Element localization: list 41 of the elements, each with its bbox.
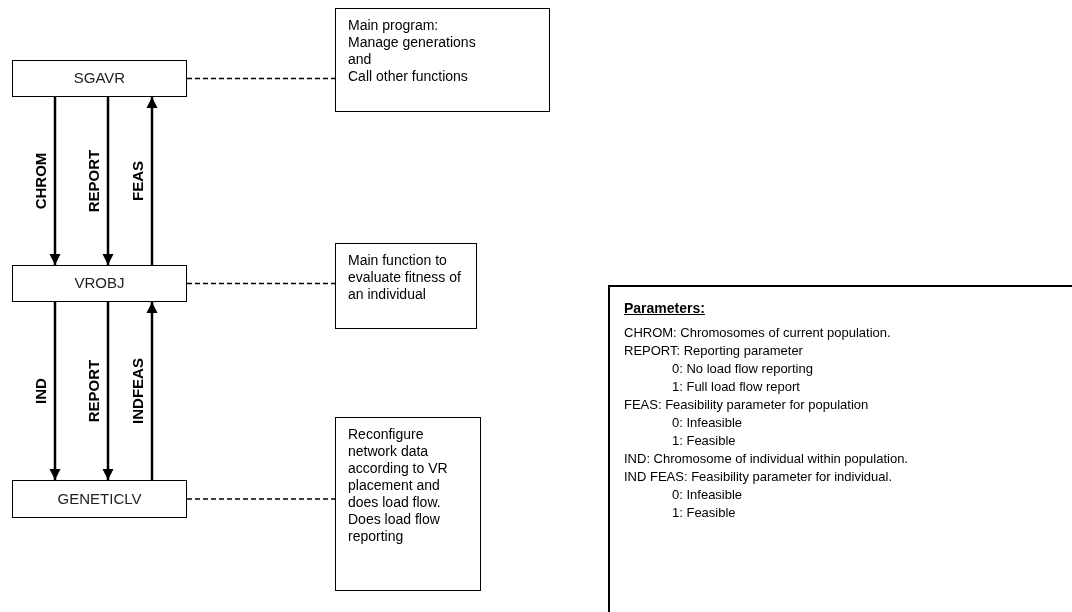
edge-label: FEAS xyxy=(127,161,147,201)
note-box xyxy=(335,8,550,112)
edge-label: CHROM xyxy=(30,152,50,210)
dashed-connector xyxy=(186,77,336,80)
note-text: Call other functions xyxy=(348,68,468,85)
note-text: Reconfigure network data according to VR placement and does load flow. xyxy=(348,426,449,511)
parameter-line: 1: Feasible xyxy=(672,504,736,522)
parameter-line: IND FEAS: Feasibility parameter for individual. xyxy=(624,468,893,486)
parameter-line: CHROM: Chromosomes of current population. xyxy=(624,324,891,342)
parameter-line: 0: Infeasible xyxy=(672,414,743,432)
dashed-connector xyxy=(186,282,336,285)
parameter-line: 1: Full load flow report xyxy=(672,378,800,396)
arrow xyxy=(146,97,158,265)
note-text: Does load flow reporting xyxy=(348,511,441,545)
note-text: Main program: xyxy=(348,17,439,34)
parameter-line: FEAS: Feasibility parameter for population xyxy=(624,396,869,414)
note-box xyxy=(335,243,477,329)
dashed-connector xyxy=(186,498,336,500)
function-box: SGAVR xyxy=(12,60,187,97)
function-box: VROBJ xyxy=(12,265,187,302)
note-box xyxy=(335,417,481,591)
note-text: and xyxy=(348,51,372,68)
arrow xyxy=(146,302,158,480)
arrow xyxy=(102,302,114,480)
parameter-line: 0: No load flow reporting xyxy=(672,360,813,378)
arrow xyxy=(49,97,61,265)
parameter-line: IND: Chromosome of individual within population. xyxy=(624,450,908,468)
parameter-line: 1: Feasible xyxy=(672,432,736,450)
edge-label: INDFEAS xyxy=(127,358,147,424)
arrow xyxy=(49,302,61,480)
edge-label: IND xyxy=(30,378,50,404)
function-box: GENETICLV xyxy=(12,480,187,518)
parameter-line: 0: Infeasible xyxy=(672,486,743,504)
note-text: Main function to evaluate fitness of an individual xyxy=(348,252,462,303)
note-text: Manage generations xyxy=(348,34,476,51)
edge-label: REPORT xyxy=(83,359,103,423)
arrow xyxy=(102,97,114,265)
edge-label: REPORT xyxy=(83,149,103,213)
panel-heading: Parameters: xyxy=(624,299,705,317)
parameter-line: REPORT: Reporting parameter xyxy=(624,342,803,360)
parameters-panel xyxy=(608,285,1072,612)
